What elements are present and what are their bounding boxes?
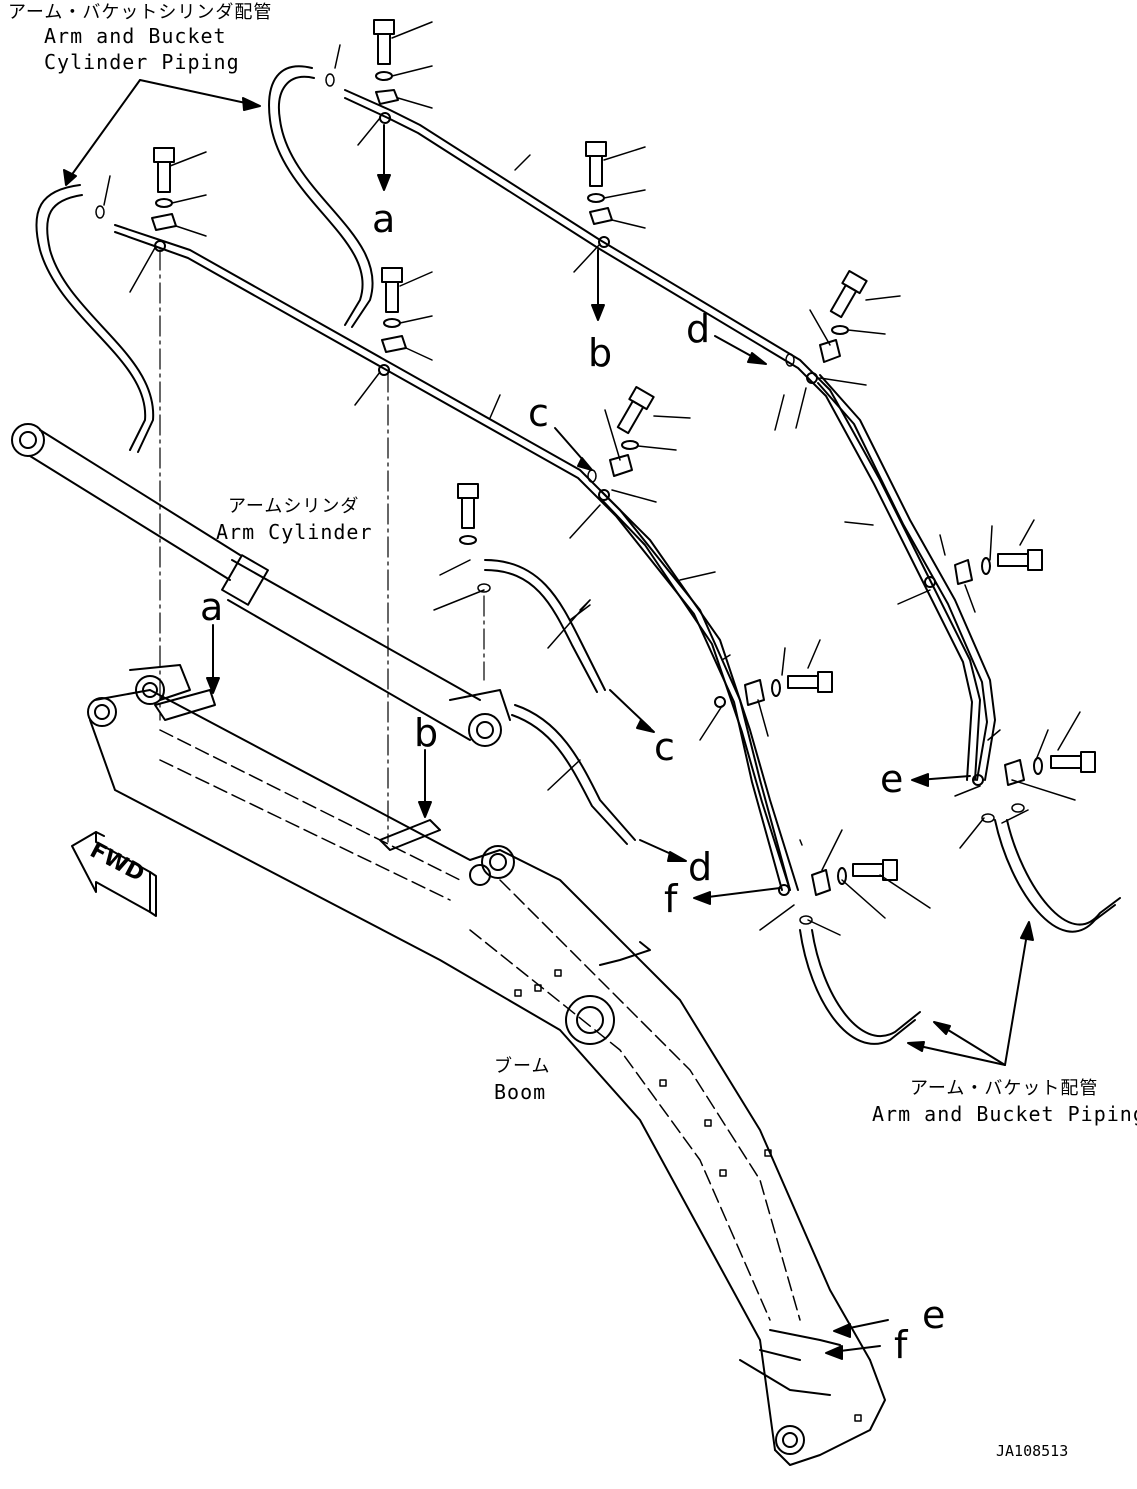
ref-d-lower: d	[688, 845, 713, 889]
ref-e-lower: e	[922, 1293, 946, 1337]
ref-c-top: c	[528, 391, 549, 435]
leader-lines	[103, 21, 1081, 936]
bolts	[153, 19, 1096, 881]
ref-f-lower: f	[894, 1323, 908, 1367]
caption-boom-jp: ブーム	[494, 1056, 551, 1077]
cylinder-hoses	[35, 65, 374, 453]
ref-f-right: f	[664, 877, 678, 921]
ref-arrows	[63, 79, 1034, 1360]
washers	[155, 71, 1043, 885]
caption-cyl-piping-jp: アーム・バケットシリンダ配管	[8, 2, 273, 23]
caption-arm-bucket-piping-jp: アーム・バケット配管	[910, 1078, 1099, 1099]
caption-cyl-piping-en-line1: Arm and Bucket	[44, 24, 227, 48]
alignment-lines	[159, 249, 485, 843]
ref-a-top: a	[372, 197, 396, 241]
caption-cyl-piping-en-line2: Cylinder Piping	[44, 50, 240, 74]
ref-c-lower: c	[654, 725, 675, 769]
caption-arm-bucket-piping-en: Arm and Bucket Piping	[872, 1102, 1137, 1126]
fwd-arrow-icon	[71, 831, 157, 917]
arm-cylinder	[11, 423, 511, 747]
bucket-hoses	[799, 819, 1121, 1045]
cylinder-feed-hoses	[484, 559, 636, 845]
ref-b-lower: b	[414, 711, 439, 755]
caption-arm-cylinder-en: Arm Cylinder	[216, 520, 373, 544]
ref-a-lower: a	[200, 585, 224, 629]
ref-d-top: d	[686, 307, 711, 351]
drawing-code: JA108513	[996, 1442, 1069, 1460]
rigid-tubes	[114, 89, 996, 891]
ref-b-top: b	[588, 331, 613, 375]
boom-structure	[87, 664, 886, 1466]
caption-boom-en: Boom	[494, 1080, 547, 1104]
ref-e-right: e	[880, 757, 904, 801]
caption-arm-cylinder-jp: アームシリンダ	[228, 496, 360, 517]
